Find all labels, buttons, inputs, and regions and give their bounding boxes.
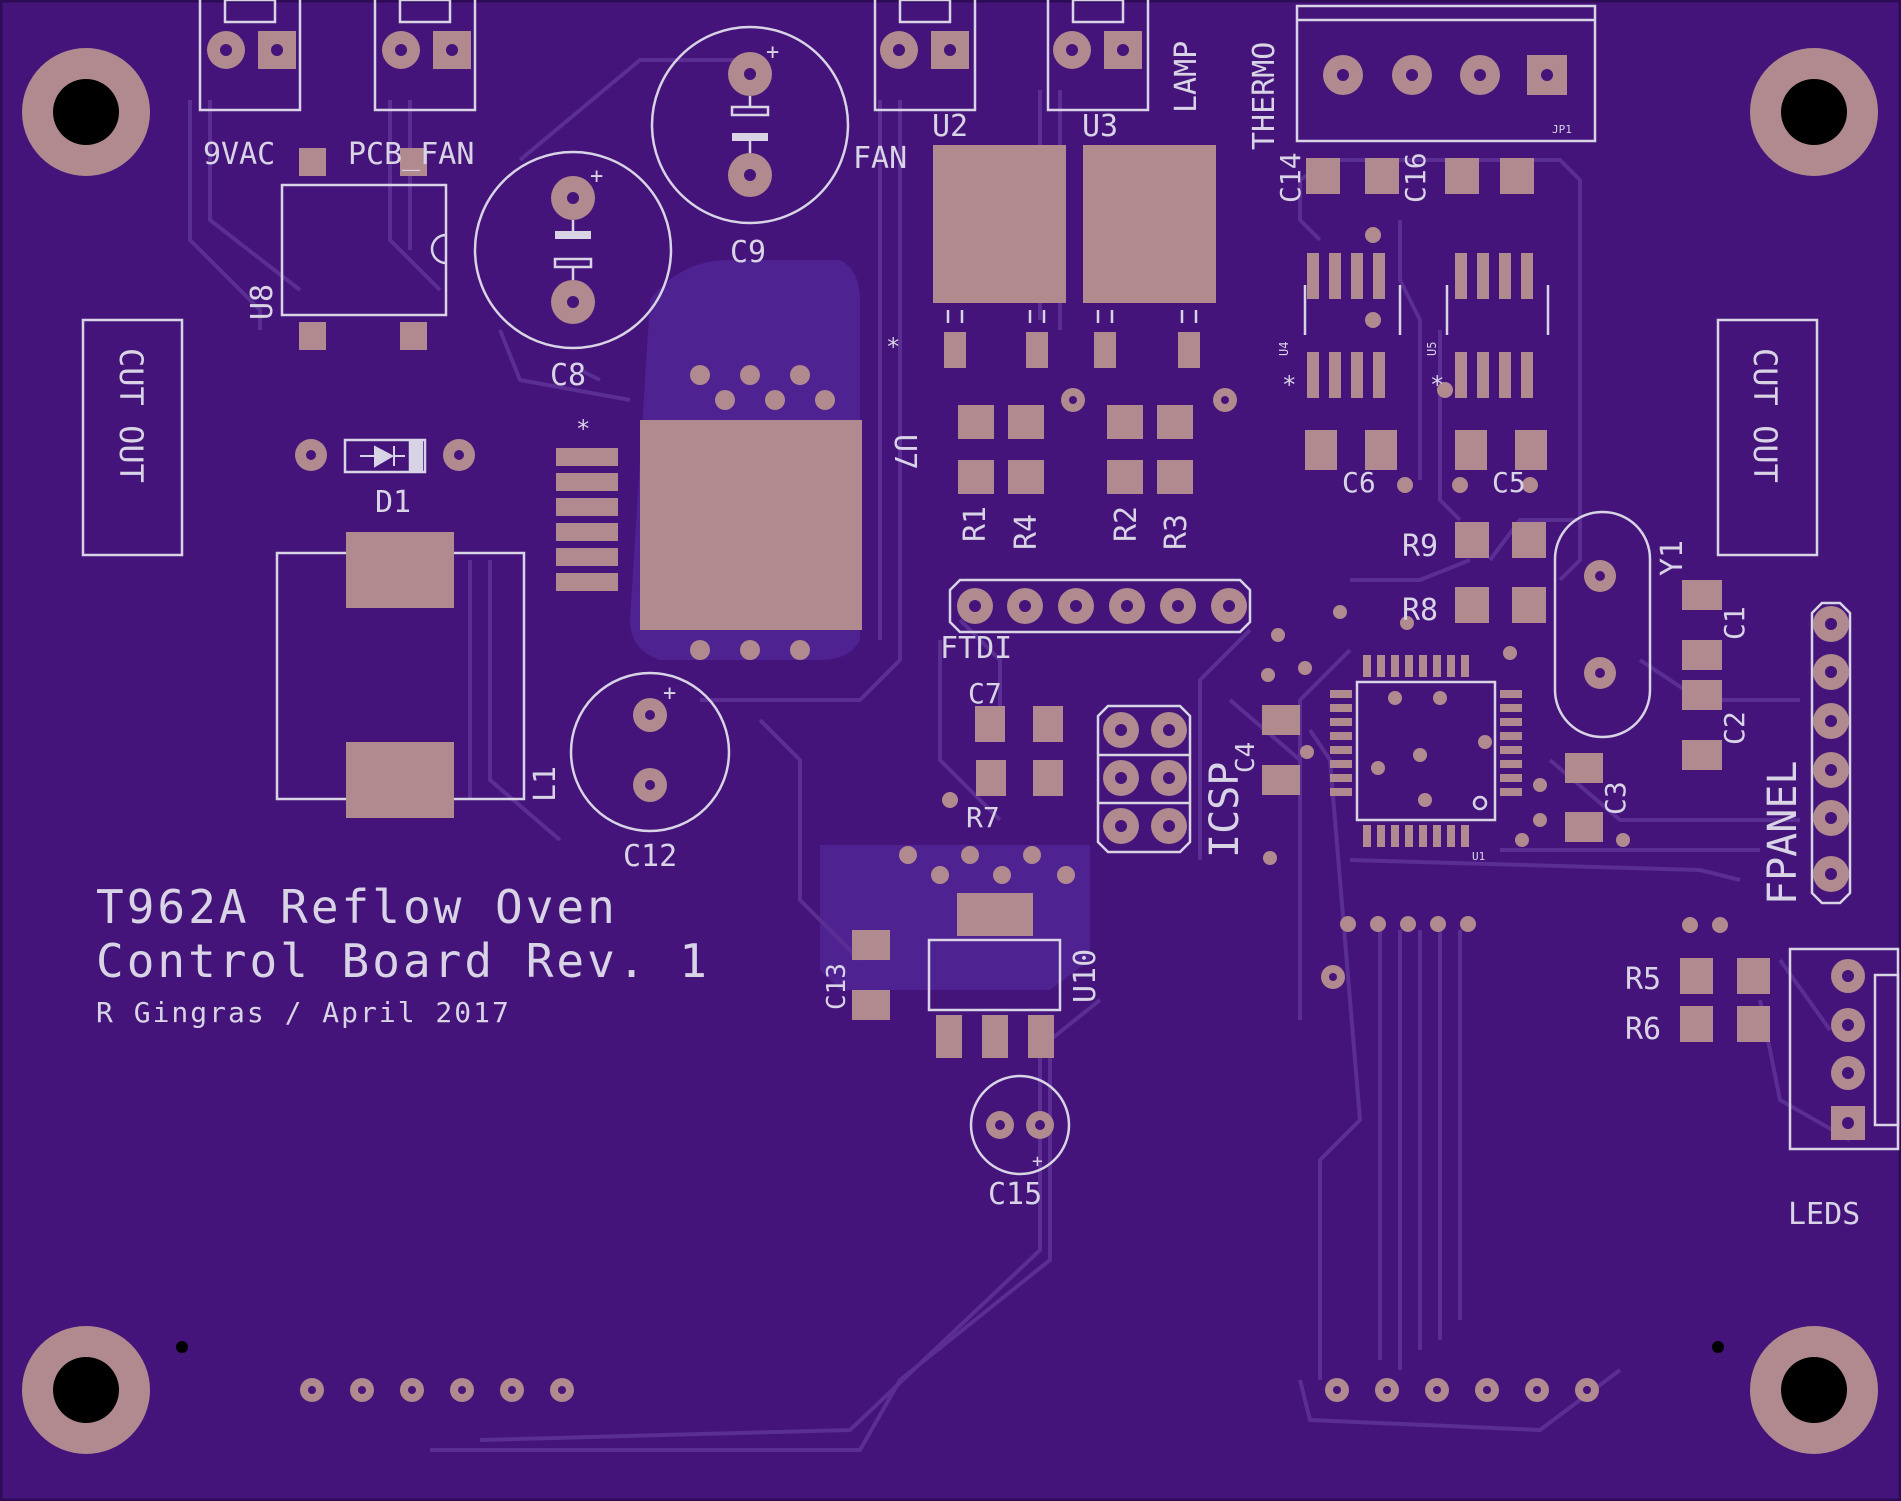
label-c15: C15 (988, 1177, 1042, 1212)
mounting-hole-top-left (22, 48, 150, 176)
label-pcb-fan: PCB_FAN (348, 137, 474, 172)
label-fan: FAN (853, 141, 907, 176)
label-r1: R1 (958, 506, 993, 542)
plus-marker-c8: + (590, 164, 603, 189)
label-fpanel: FPANEL (1760, 761, 1806, 906)
label-c1: C1 (1718, 606, 1751, 640)
pin1-marker-u5: * (1430, 371, 1444, 399)
label-c8: C8 (550, 358, 586, 393)
label-c3: C3 (1599, 781, 1632, 815)
silkscreen (81, 0, 1900, 1176)
mounting-hole-top-right (1750, 48, 1878, 176)
label-lamp: LAMP (1169, 41, 1204, 113)
label-c5: C5 (1492, 466, 1526, 499)
board-title-line2: Control Board Rev. 1 (96, 934, 710, 988)
label-u3: U3 (1082, 109, 1118, 144)
pin1-marker-u7: * (576, 415, 590, 443)
drill-holes (220, 44, 1854, 1394)
pin1-marker-relay: * (886, 333, 900, 361)
u1-pads (1330, 655, 1522, 847)
label-icsp: ICSP (1202, 762, 1248, 858)
mounting-hole-bottom-left (22, 1326, 150, 1454)
label-y1: Y1 (1655, 540, 1690, 576)
label-r3: R3 (1159, 514, 1194, 550)
label-c13: C13 (822, 963, 852, 1010)
plus-marker-c15: + (1032, 1151, 1043, 1172)
label-u8: U8 (245, 284, 280, 320)
label-c2: C2 (1718, 711, 1751, 745)
label-r6: R6 (1625, 1012, 1661, 1047)
label-u1: U1 (1472, 850, 1485, 863)
plus-marker-c9: + (766, 40, 779, 65)
label-leds: LEDS (1788, 1197, 1860, 1232)
label-c14: C14 (1274, 152, 1307, 203)
label-u10: U10 (1068, 949, 1103, 1003)
label-u5: U5 (1425, 342, 1439, 356)
cap-polarity-symbols (553, 96, 770, 280)
d1-symbol (360, 441, 423, 471)
label-l1: L1 (528, 766, 563, 802)
label-u2: U2 (932, 109, 968, 144)
fiducial-right (1712, 1341, 1724, 1353)
label-jp1: JP1 (1552, 123, 1572, 136)
plus-marker-c12: + (663, 681, 676, 706)
label-c9: C9 (730, 235, 766, 270)
label-c7: C7 (968, 677, 1002, 710)
label-u4: U4 (1277, 342, 1291, 356)
label-c4: C4 (1231, 742, 1261, 773)
label-cut-out-right: CUT OUT (1746, 348, 1784, 483)
board-author: R Gingras / April 2017 (96, 996, 511, 1029)
label-r7: R7 (966, 801, 1000, 834)
label-ftdi: FTDI (940, 631, 1012, 666)
label-thermo: THERMO (1247, 42, 1282, 150)
label-r2: R2 (1109, 506, 1144, 542)
board-title-line1: T962A Reflow Oven (96, 880, 618, 934)
label-r5: R5 (1625, 962, 1661, 997)
pin1-marker-u4: * (1282, 371, 1296, 399)
label-9vac: 9VAC (203, 137, 275, 172)
fiducial-left (176, 1341, 188, 1353)
label-d1: D1 (375, 485, 411, 520)
mounting-hole-bottom-right (1750, 1326, 1878, 1454)
label-c16: C16 (1399, 152, 1432, 203)
label-cut-out-left: CUT OUT (112, 348, 150, 483)
label-c6: C6 (1342, 466, 1376, 499)
label-u7: U7 (887, 434, 922, 470)
label-r8: R8 (1402, 593, 1438, 628)
label-c12: C12 (623, 839, 677, 874)
label-r4: R4 (1009, 514, 1044, 550)
mounting-holes (22, 48, 1878, 1454)
label-r9: R9 (1402, 529, 1438, 564)
